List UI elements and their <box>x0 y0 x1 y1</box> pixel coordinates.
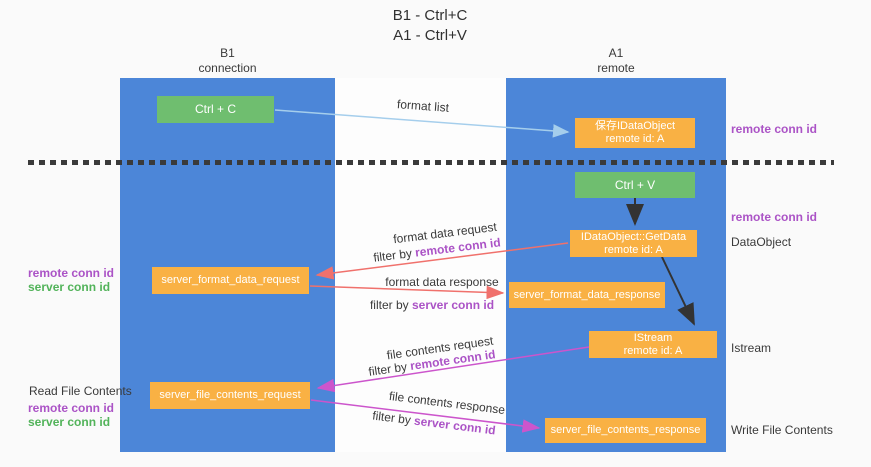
left-server-conn-id-bottom: server conn id <box>28 415 111 429</box>
read-file-contents-label: Read File Contents <box>29 384 132 398</box>
getdata-line1: IDataObject::GetData <box>580 230 687 243</box>
lifeline-header-b1: B1 connection <box>120 46 335 76</box>
left-remote-conn-id-bottom: remote conn id <box>28 401 115 415</box>
format-data-response-label: format data response <box>385 275 499 289</box>
server-conn-id-key: server conn id <box>411 298 495 312</box>
diagram-title-line1: B1 - Ctrl+C <box>392 7 468 24</box>
server-file-contents-request-node: server_file_contents_request <box>150 382 310 409</box>
getdata-node: IDataObject::GetData remote id: A <box>570 230 697 257</box>
dataobject-label: DataObject <box>731 235 792 249</box>
istream-node: IStream remote id: A <box>589 331 717 358</box>
server-file-contents-request-label: server_file_contents_request <box>159 389 301 401</box>
lifeline-b1-name: B1 <box>220 46 235 60</box>
server-format-data-request-label: server_format_data_request <box>161 274 300 286</box>
lifeline-a1-role: remote <box>597 61 635 75</box>
server-file-contents-response-label: server_file_contents_response <box>550 424 701 436</box>
left-remote-conn-id-top: remote conn id <box>28 266 115 280</box>
lifeline-b1-role: connection <box>198 61 257 75</box>
diagram-title: B1 - Ctrl+C A1 - Ctrl+V <box>130 6 730 46</box>
istream-side-label: Istream <box>731 341 772 355</box>
left-server-conn-id-top: server conn id <box>28 280 111 294</box>
server-format-data-request-node: server_format_data_request <box>152 267 309 294</box>
right-remote-conn-id-top: remote conn id <box>731 122 818 136</box>
ctrl-v-label: Ctrl + V <box>614 177 656 192</box>
save-idataobject-line1: 保存IDataObject <box>594 120 676 132</box>
istream-line2: remote id: A <box>623 344 683 357</box>
filter-by-text: filter by <box>369 298 412 312</box>
server-format-data-response-node: server_format_data_response <box>509 282 665 308</box>
save-idataobject-line2: remote id: A <box>605 133 665 145</box>
istream-line1: IStream <box>633 331 673 344</box>
phase-separator-dashed-line <box>28 160 834 165</box>
lifeline-a1-name: A1 <box>608 46 624 60</box>
server-format-data-response-label: server_format_data_response <box>513 288 661 301</box>
lifeline-header-a1: A1 remote <box>506 46 726 76</box>
server-file-contents-response-node: server_file_contents_response <box>545 418 706 443</box>
right-remote-conn-id-mid: remote conn id <box>731 210 818 224</box>
ctrl-v-node: Ctrl + V <box>575 172 695 198</box>
save-idataobject-node: 保存IDataObject remote id: A <box>575 118 695 148</box>
getdata-line2: remote id: A <box>604 243 663 256</box>
format-data-response-filter: filter by server conn id <box>370 298 494 312</box>
ctrl-c-label: Ctrl + C <box>194 102 236 116</box>
write-file-contents-label: Write File Contents <box>731 423 833 437</box>
ctrl-c-node: Ctrl + C <box>157 96 274 123</box>
diagram-title-line2: A1 - Ctrl+V <box>393 27 467 44</box>
